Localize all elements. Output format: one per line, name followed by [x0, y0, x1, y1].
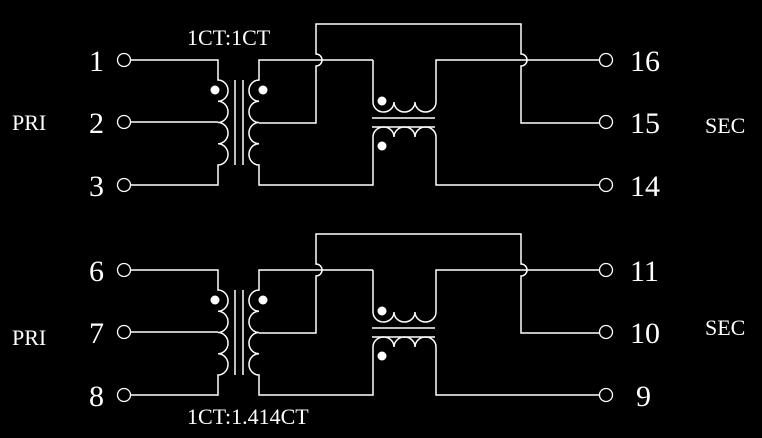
- pin-number: 16: [630, 45, 660, 78]
- channel-2-circuit: [116, 233, 614, 403]
- pin-number: 9: [636, 380, 651, 413]
- channel-1: 1CT:1CT PRI SEC 1 2 3 16 15 14: [12, 23, 745, 203]
- pin-number: 11: [630, 255, 659, 288]
- pin-number: 3: [89, 170, 104, 203]
- pin-number: 10: [630, 317, 660, 350]
- pin-number: 6: [89, 255, 104, 288]
- pin-number: 2: [89, 107, 104, 140]
- ratio-label: 1CT:1CT: [187, 25, 271, 50]
- primary-label: PRI: [12, 325, 46, 350]
- pin-number: 1: [89, 45, 104, 78]
- secondary-label: SEC: [705, 113, 745, 138]
- pin-number: 8: [89, 380, 104, 413]
- primary-label: PRI: [12, 110, 46, 135]
- channel-2: 1CT:1.414CT PRI SEC 6 7 8 11 10 9: [12, 233, 745, 429]
- ratio-label: 1CT:1.414CT: [187, 404, 309, 429]
- pin-number: 14: [630, 170, 660, 203]
- secondary-label: SEC: [705, 315, 745, 340]
- pin-number: 7: [89, 317, 104, 350]
- pin-number: 15: [630, 107, 660, 140]
